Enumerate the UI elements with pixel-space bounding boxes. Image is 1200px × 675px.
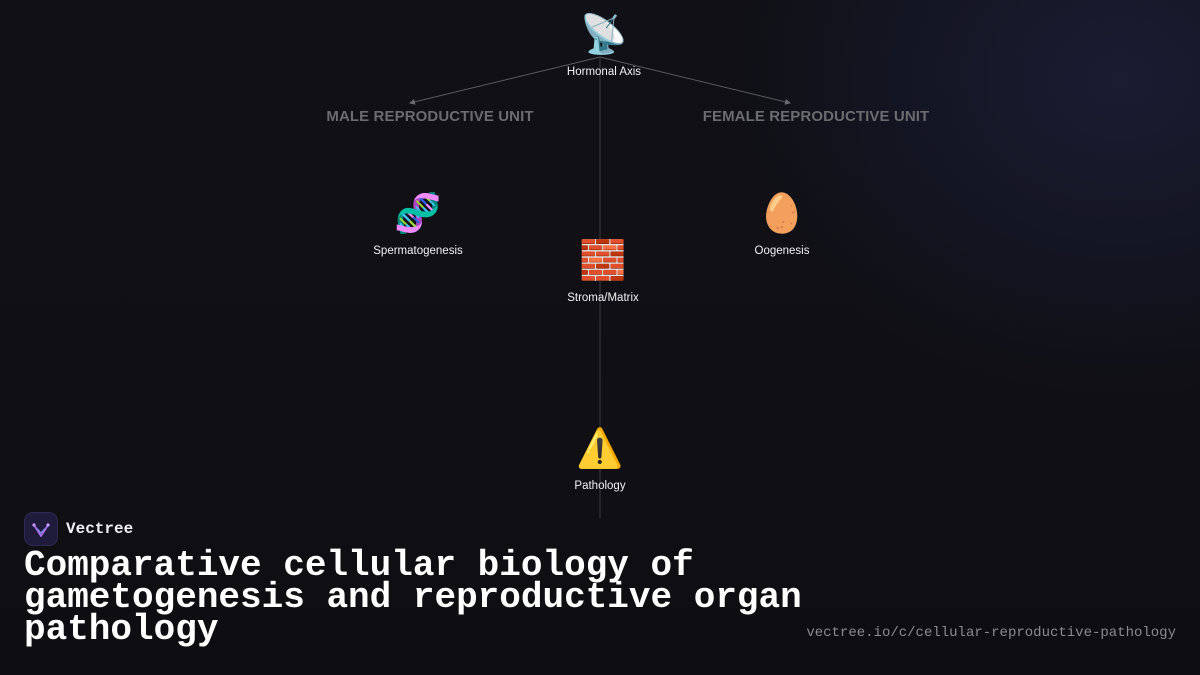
satellite-antenna-icon: 📡 <box>580 12 628 56</box>
source-url[interactable]: vectree.io/c/cellular-reproductive-patho… <box>806 625 1176 641</box>
page-title: Comparative cellular biology of gametoge… <box>24 545 802 650</box>
brick-icon: 🧱 <box>579 238 627 282</box>
brand[interactable]: Vectree <box>24 512 133 546</box>
edge-hormonal-to-female <box>599 56 791 105</box>
warning-icon: ⚠️ <box>576 426 624 470</box>
node-hormonal-axis[interactable]: 📡 Hormonal Axis <box>534 12 674 78</box>
female-reproductive-unit-label: FEMALE REPRODUCTIVE UNIT <box>702 108 930 125</box>
egg-icon: 🥚 <box>758 191 806 235</box>
node-stroma-matrix[interactable]: 🧱 Stroma/Matrix <box>533 238 673 304</box>
vectree-logo-icon <box>24 512 58 546</box>
node-label-pathology: Pathology <box>574 480 626 492</box>
node-spermatogenesis[interactable]: 🧬 Spermatogenesis <box>348 191 488 257</box>
male-reproductive-unit-label: MALE REPRODUCTIVE UNIT <box>326 108 534 125</box>
brand-name: Vectree <box>66 520 134 538</box>
node-label-hormonal-axis: Hormonal Axis <box>566 66 642 78</box>
edge-hormonal-to-male <box>409 56 601 105</box>
node-label-spermatogenesis: Spermatogenesis <box>373 245 463 257</box>
node-oogenesis[interactable]: 🥚 Oogenesis <box>712 191 852 257</box>
node-label-stroma-matrix: Stroma/Matrix <box>567 292 639 304</box>
node-pathology[interactable]: ⚠️ Pathology <box>530 426 670 492</box>
node-label-oogenesis: Oogenesis <box>754 245 810 257</box>
dna-icon: 🧬 <box>394 191 442 235</box>
